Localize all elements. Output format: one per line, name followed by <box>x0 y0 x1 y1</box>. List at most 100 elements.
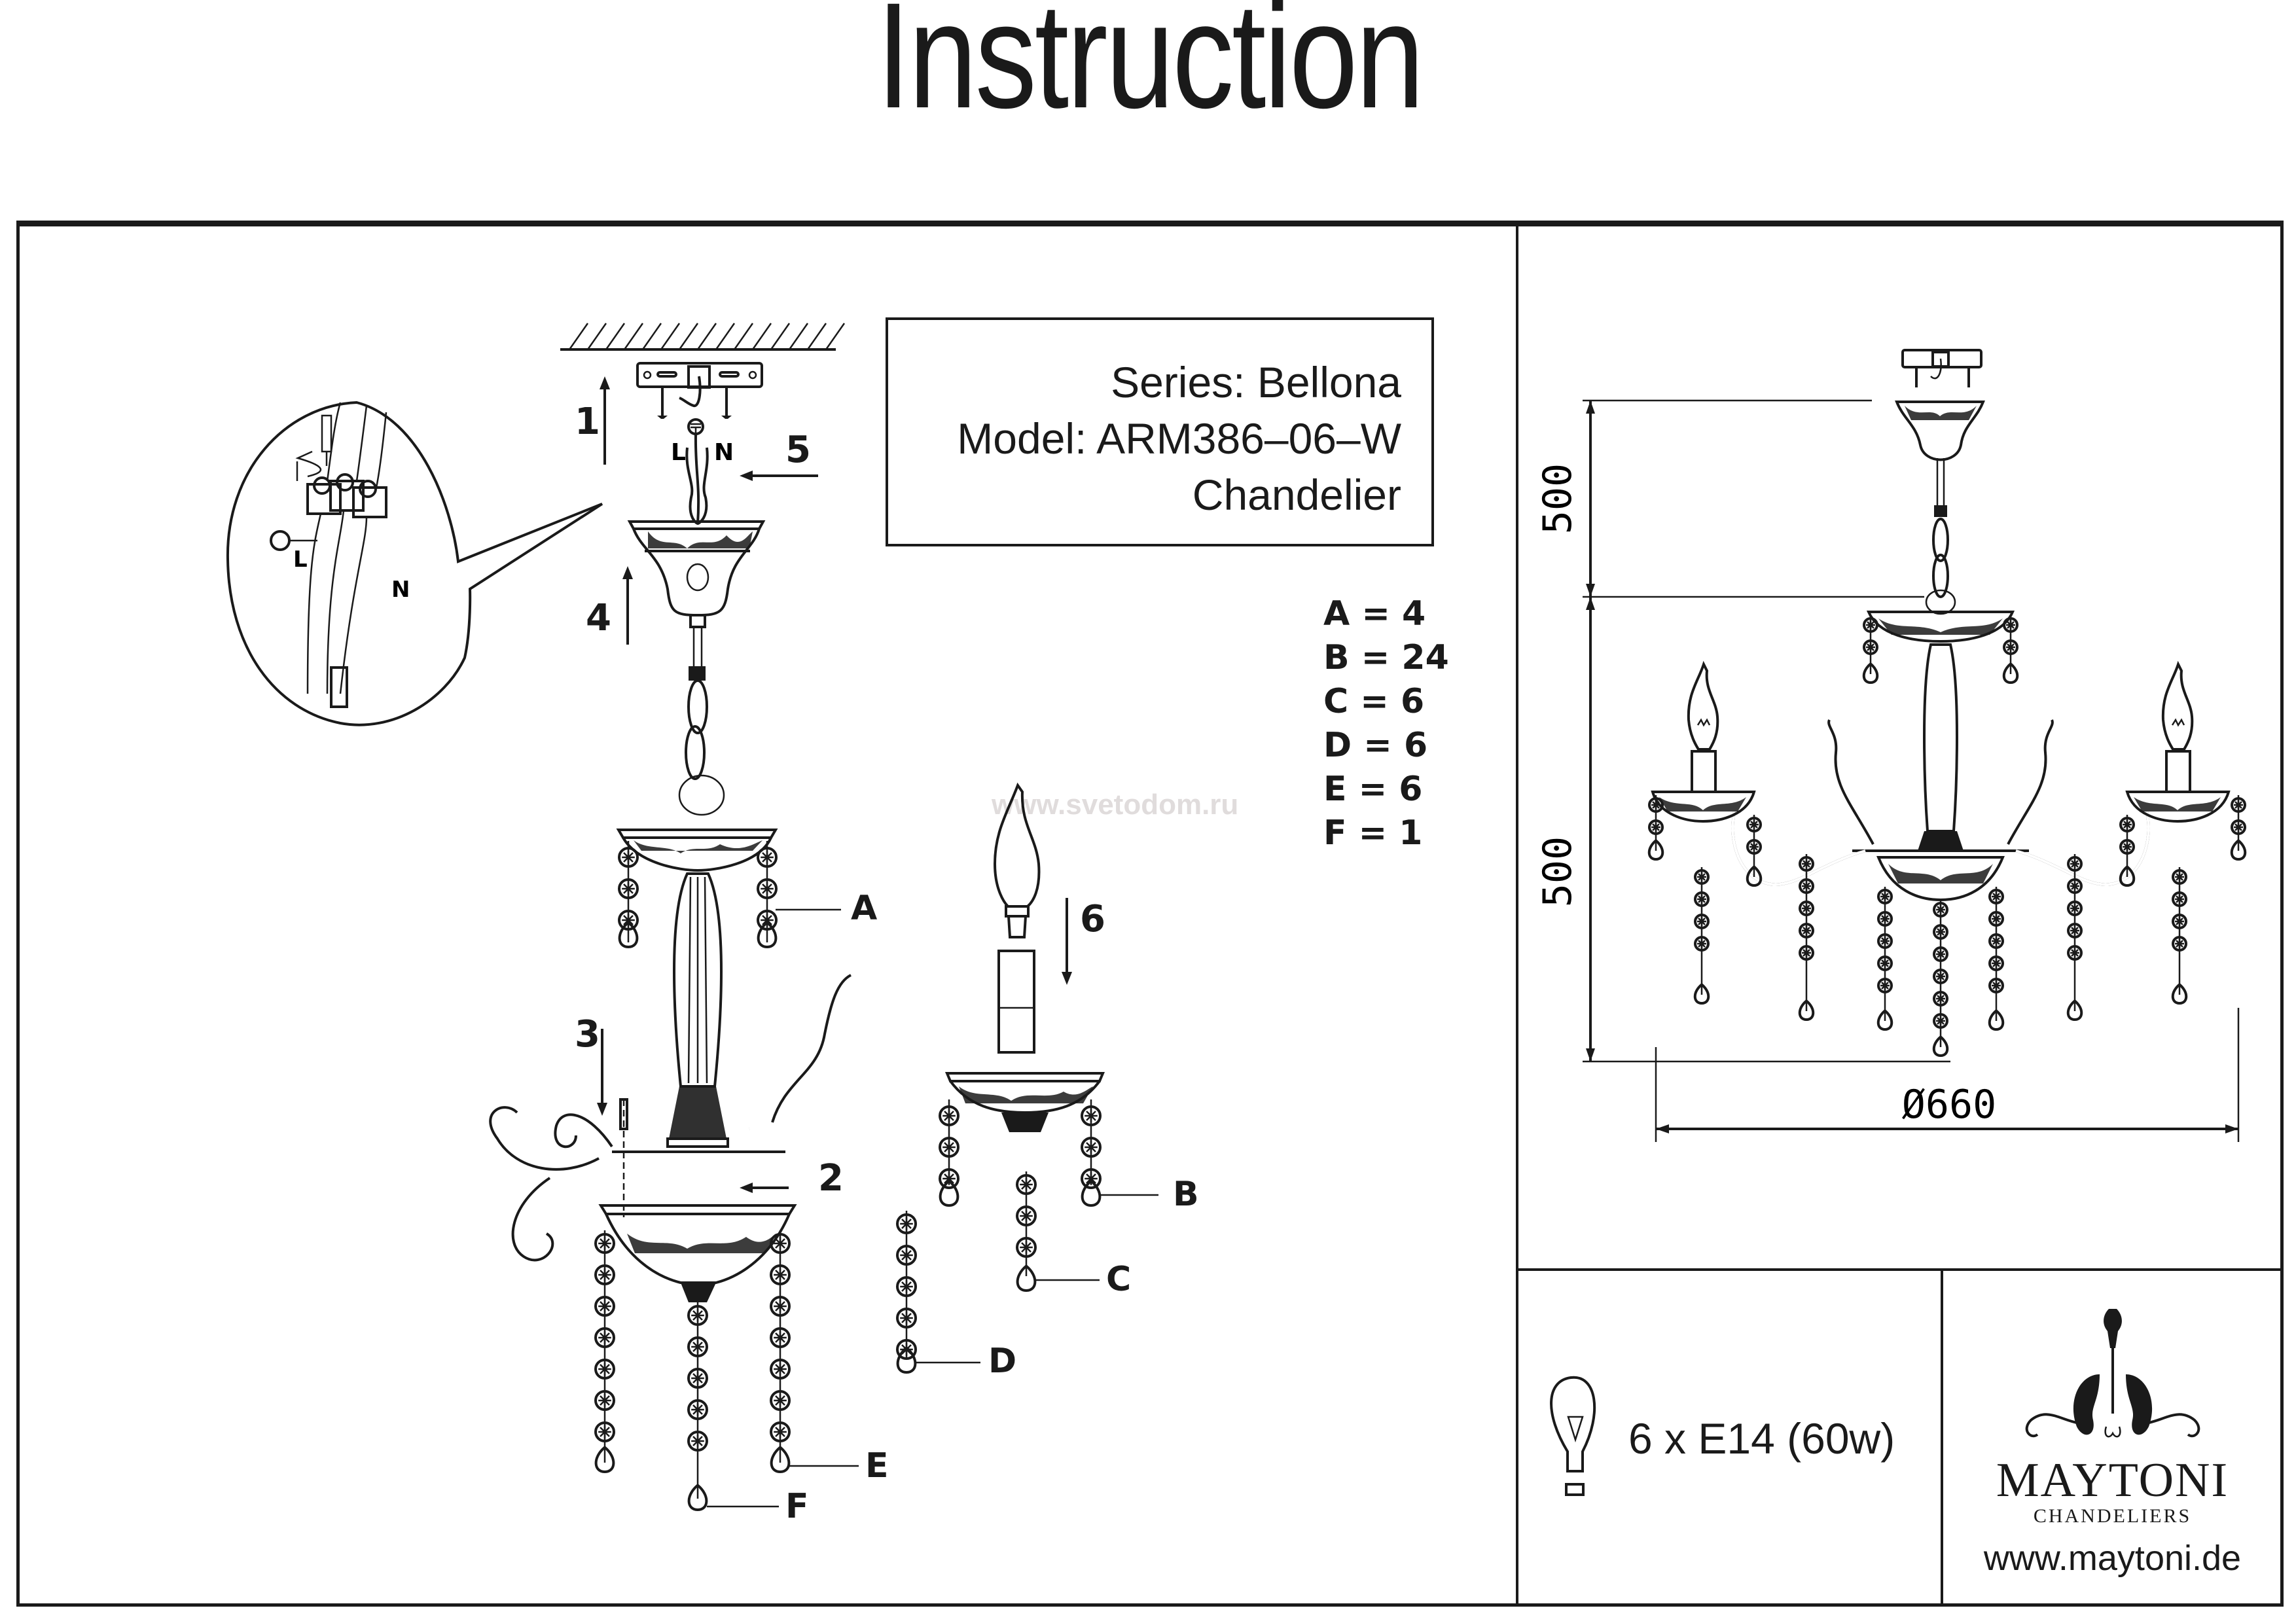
crystal-bead <box>1081 1137 1102 1158</box>
crystal-drop <box>1016 1264 1037 1293</box>
crystal-drop <box>1862 662 1879 685</box>
hatch-line <box>623 323 644 350</box>
right-bracket-icon <box>1901 349 1982 387</box>
canopy-icon <box>627 520 766 628</box>
crystal-drop <box>1798 999 1815 1022</box>
screw-icon <box>619 1098 628 1217</box>
crystal-bead <box>1988 889 2004 904</box>
right-arms-icon <box>1731 719 2150 886</box>
step-arrow-1 <box>600 376 610 465</box>
crystal-bead <box>2172 936 2187 952</box>
dim-chain-drop: 500 <box>1535 463 1581 534</box>
crystal-bead <box>594 1359 615 1380</box>
crystal-bead <box>2067 856 2083 872</box>
detail-label-neutral: N <box>391 577 410 603</box>
right-cup-left <box>1651 660 1756 823</box>
callout-c: C <box>1106 1260 1132 1299</box>
crystal-drop <box>618 921 639 949</box>
earth-ground-icon <box>687 418 704 435</box>
right-body-icon <box>1852 611 2029 902</box>
crystal-bead <box>1933 946 1948 962</box>
crystal-drop <box>1988 1008 2005 1031</box>
crystal-bead <box>1799 945 1814 961</box>
crystal-bead <box>770 1327 791 1348</box>
crystal-bead <box>1799 878 1814 894</box>
crystal-bead <box>757 910 778 931</box>
crystal-drop <box>757 921 778 949</box>
crystal-bead <box>618 910 639 931</box>
crystal-drop <box>1693 982 1710 1005</box>
parts-item-e: E = 6 <box>1323 770 1423 809</box>
step-number-5: 5 <box>785 429 811 471</box>
crystal-bead <box>896 1276 917 1297</box>
crystal-drop <box>687 1484 708 1512</box>
column-divider <box>1516 221 1518 1607</box>
crystal-bead <box>2119 817 2135 832</box>
crystal-bead <box>1081 1168 1102 1189</box>
step-number-3: 3 <box>575 1013 600 1056</box>
crystal-bead <box>1648 797 1664 813</box>
footer-divider <box>1941 1270 1943 1607</box>
crystal-bead <box>1877 955 1893 971</box>
candle-bulb-icon <box>993 782 1041 938</box>
crystal-bead <box>896 1339 917 1360</box>
hatch-line <box>641 323 662 350</box>
crystal-bead <box>1933 924 1948 940</box>
crystal-bead <box>2067 945 2083 961</box>
crystal-bead <box>2172 869 2187 885</box>
crystal-bead <box>939 1137 960 1158</box>
crystal-bead <box>1988 955 2004 971</box>
callout-f: F <box>785 1487 809 1526</box>
crystal-drop <box>2230 838 2247 861</box>
crystal-drop <box>2171 982 2188 1005</box>
crystal-bead <box>2067 901 2083 916</box>
watermark: www.svetodom.ru <box>992 789 1239 821</box>
crystal-bead <box>687 1431 708 1452</box>
crystal-bead <box>1016 1174 1037 1195</box>
hatch-line <box>586 323 607 350</box>
parts-item-b: B = 24 <box>1323 638 1449 677</box>
hatch-line <box>568 323 589 350</box>
hatch-line <box>770 323 791 350</box>
hatch-line <box>788 323 809 350</box>
upper-bowl-icon <box>616 829 778 872</box>
crystal-bead <box>1877 889 1893 904</box>
row-divider <box>1517 1268 2284 1271</box>
mounting-bracket-icon <box>636 362 763 419</box>
hatch-line <box>825 323 846 350</box>
crystal-bead <box>1694 914 1710 929</box>
crystal-bead <box>1746 839 1762 855</box>
brand-url[interactable]: www.maytoni.de <box>1983 1539 2242 1578</box>
hatch-line <box>696 323 717 350</box>
crystal-drop <box>1746 865 1763 887</box>
product-info-box: Series: Bellona Model: ARM386–06–W Chand… <box>886 317 1434 546</box>
model-line: Model: ARM386–06–W <box>957 414 1401 463</box>
crystal-bead <box>1933 991 1948 1007</box>
crystal-bead <box>687 1368 708 1389</box>
crystal-drop <box>2119 865 2136 887</box>
arm-icon <box>749 974 1016 1245</box>
hatch-line <box>751 323 772 350</box>
brand-tagline: CHANDELIERS <box>2033 1505 2192 1527</box>
crystal-bead <box>1746 817 1762 832</box>
crystal-bead <box>770 1421 791 1442</box>
lower-bowl-icon <box>598 1204 797 1302</box>
crystal-bead <box>1799 901 1814 916</box>
crystal-bead <box>1016 1205 1037 1226</box>
parts-item-a: A = 4 <box>1323 594 1426 633</box>
brand-name: MAYTONI <box>1996 1454 2229 1507</box>
parts-item-f: F = 1 <box>1323 813 1423 853</box>
crystal-drop <box>2066 999 2083 1022</box>
crystal-bead <box>896 1245 917 1266</box>
callout-e: E <box>865 1446 889 1486</box>
right-canopy-icon <box>1895 401 1985 461</box>
crystal-bead <box>939 1105 960 1126</box>
crystal-bead <box>2231 797 2246 813</box>
parts-list: A = 4 B = 24 C = 6 D = 6 E = 6 F = 1 <box>1323 592 1449 855</box>
crystal-bead <box>1877 933 1893 949</box>
step-number-4: 4 <box>586 597 611 639</box>
crystal-bead <box>1081 1105 1102 1126</box>
wire-label-neutral: N <box>714 439 734 466</box>
parts-item-d: D = 6 <box>1323 726 1428 765</box>
